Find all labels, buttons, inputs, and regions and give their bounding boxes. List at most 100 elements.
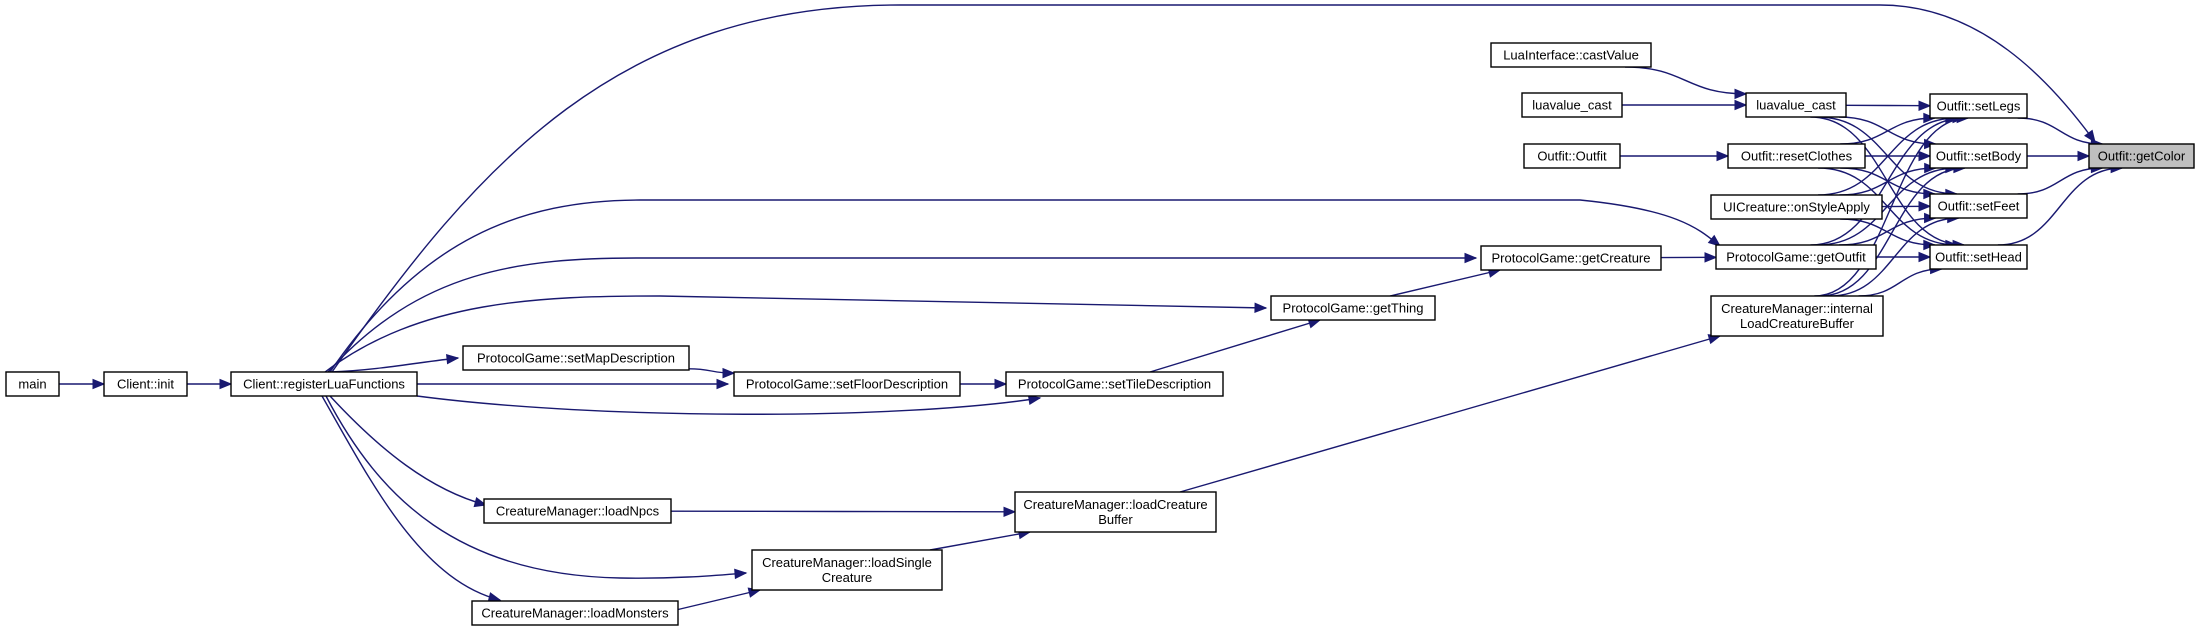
arrowhead bbox=[1918, 201, 1932, 212]
node-setTileDescription[interactable]: ProtocolGame::setTileDescription bbox=[1005, 371, 1224, 397]
edge-getOutfit-to-setLegs bbox=[1810, 112, 1966, 246]
node-registerLua[interactable]: Client::registerLuaFunctions bbox=[230, 371, 418, 397]
node-box bbox=[1014, 491, 1217, 533]
edge-registerLua-to-setFloorDescription bbox=[417, 378, 730, 390]
node-getThing[interactable]: ProtocolGame::getThing bbox=[1270, 295, 1436, 321]
node-resetClothes[interactable]: Outfit::resetClothes bbox=[1727, 143, 1866, 169]
node-box bbox=[1929, 93, 2028, 119]
arrowhead bbox=[1734, 99, 1748, 111]
node-label: main bbox=[18, 377, 46, 392]
node-box bbox=[1727, 143, 1866, 169]
edge-setBody-to-getColor bbox=[2026, 150, 2091, 162]
node-label: LuaInterface::castValue bbox=[1503, 48, 1639, 63]
node-luavalue_cast_a[interactable]: luavalue_cast bbox=[1521, 92, 1623, 118]
node-getColor[interactable]: Outfit::getColor bbox=[2088, 143, 2195, 169]
node-onStyleApply[interactable]: UICreature::onStyleApply bbox=[1710, 194, 1883, 220]
edge-loadMonsters-to-loadSingleCreature bbox=[675, 587, 762, 611]
arrowhead bbox=[1707, 234, 1722, 247]
node-box bbox=[1490, 42, 1652, 68]
node-setFloorDescription[interactable]: ProtocolGame::setFloorDescription bbox=[733, 371, 961, 397]
edge-setFloorDescription-to-setTileDescription bbox=[959, 378, 1008, 390]
node-setHead[interactable]: Outfit::setHead bbox=[1929, 244, 2028, 270]
node-label: CreatureManager::internal bbox=[1721, 301, 1873, 316]
node-box bbox=[1929, 244, 2028, 270]
arrowhead bbox=[473, 496, 488, 508]
arrowhead bbox=[219, 378, 233, 390]
edge-registerLua-to-setMapDescription bbox=[329, 353, 460, 373]
edge-registerLua-to-loadNpcs bbox=[329, 395, 488, 508]
arrowhead bbox=[1254, 302, 1268, 314]
node-label: Outfit::setFeet bbox=[1938, 199, 2020, 214]
node-label: ProtocolGame::setMapDescription bbox=[477, 351, 675, 366]
edge-registerLua-to-loadSingleCreature bbox=[325, 395, 748, 580]
arrowhead bbox=[716, 378, 730, 390]
node-box bbox=[1523, 143, 1621, 169]
arrowhead bbox=[1918, 100, 1932, 111]
node-label: ProtocolGame::getCreature bbox=[1492, 251, 1651, 266]
node-label: Outfit::getColor bbox=[2098, 149, 2186, 164]
edge-main-to-clientInit bbox=[58, 378, 106, 390]
arrowhead bbox=[994, 378, 1008, 390]
node-label: Client::init bbox=[117, 377, 174, 392]
node-main[interactable]: main bbox=[5, 371, 60, 397]
arrowhead bbox=[2077, 150, 2091, 162]
edge-registerLua-to-getCreature bbox=[327, 252, 1478, 373]
node-box bbox=[5, 371, 60, 397]
node-getOutfit[interactable]: ProtocolGame::getOutfit bbox=[1715, 244, 1877, 270]
node-label: Outfit::setLegs bbox=[1937, 99, 2021, 114]
edge-setTileDescription-to-getThing bbox=[1149, 318, 1322, 373]
node-label: ProtocolGame::setFloorDescription bbox=[746, 377, 948, 392]
nodes-layer: Outfit::getColor Outfit::setLegsOutfit::s… bbox=[5, 42, 2195, 626]
node-outfitCtor[interactable]: Outfit::Outfit bbox=[1523, 143, 1621, 169]
node-setFeet[interactable]: Outfit::setFeet bbox=[1929, 193, 2028, 219]
node-box bbox=[1929, 143, 2028, 169]
arrowhead bbox=[734, 568, 748, 580]
arrowhead bbox=[1918, 251, 1932, 263]
node-box bbox=[1270, 295, 1436, 321]
edge-clientInit-to-registerLua bbox=[186, 378, 233, 390]
node-box bbox=[103, 371, 188, 397]
node-box bbox=[2088, 143, 2195, 169]
arrowhead bbox=[1734, 88, 1748, 100]
node-clientInit[interactable]: Client::init bbox=[103, 371, 188, 397]
edge-castValue-to-luavalue_cast_b bbox=[1624, 66, 1748, 100]
edge-resetClothes-to-setBody bbox=[1864, 150, 1932, 162]
arrowhead bbox=[92, 378, 106, 390]
edge-loadCreatureBuffer-to-internalLoad bbox=[1179, 334, 1722, 493]
edge-luavalue_cast_b-to-setLegs bbox=[1845, 100, 1932, 111]
node-box bbox=[1929, 193, 2028, 219]
node-label: luavalue_cast bbox=[1532, 98, 1612, 113]
node-label: luavalue_cast bbox=[1756, 98, 1836, 113]
node-castValue[interactable]: LuaInterface::castValue bbox=[1490, 42, 1652, 68]
node-setMapDescription[interactable]: ProtocolGame::setMapDescription bbox=[462, 345, 690, 371]
node-luavalue_cast_b[interactable]: luavalue_cast bbox=[1745, 92, 1847, 118]
node-label: Outfit::Outfit bbox=[1537, 149, 1607, 164]
arrowhead bbox=[722, 367, 736, 379]
node-label: CreatureManager::loadMonsters bbox=[481, 606, 669, 621]
node-box bbox=[471, 600, 679, 626]
edge-luavalue_cast_b-to-setHead bbox=[1810, 116, 1966, 251]
node-label: Outfit::setHead bbox=[1935, 250, 2022, 265]
node-box bbox=[462, 345, 690, 371]
node-setLegs[interactable]: Outfit::setLegs bbox=[1929, 93, 2028, 119]
arrowhead bbox=[1716, 150, 1730, 162]
arrowhead bbox=[1003, 506, 1017, 518]
edge-getThing-to-getCreature bbox=[1389, 267, 1502, 297]
node-label: ProtocolGame::getThing bbox=[1283, 301, 1424, 316]
node-label: ProtocolGame::setTileDescription bbox=[1018, 377, 1211, 392]
node-getCreature[interactable]: ProtocolGame::getCreature bbox=[1480, 245, 1662, 271]
node-box bbox=[1480, 245, 1662, 271]
edge-setMapDescription-to-setFloorDescription bbox=[688, 367, 736, 379]
arrowhead bbox=[2084, 129, 2096, 144]
node-loadMonsters[interactable]: CreatureManager::loadMonsters bbox=[471, 600, 679, 626]
arrowhead bbox=[446, 353, 460, 365]
node-internalLoad[interactable]: CreatureManager::internalLoadCreatureBuf… bbox=[1710, 295, 1884, 337]
node-box bbox=[1521, 92, 1623, 118]
node-setBody[interactable]: Outfit::setBody bbox=[1929, 143, 2028, 169]
node-loadNpcs[interactable]: CreatureManager::loadNpcs bbox=[483, 498, 672, 524]
node-label: CreatureManager::loadSingle bbox=[762, 555, 932, 570]
edge-registerLua-to-getThing bbox=[324, 295, 1268, 373]
edge-registerLua-to-getOutfit bbox=[329, 199, 1722, 373]
